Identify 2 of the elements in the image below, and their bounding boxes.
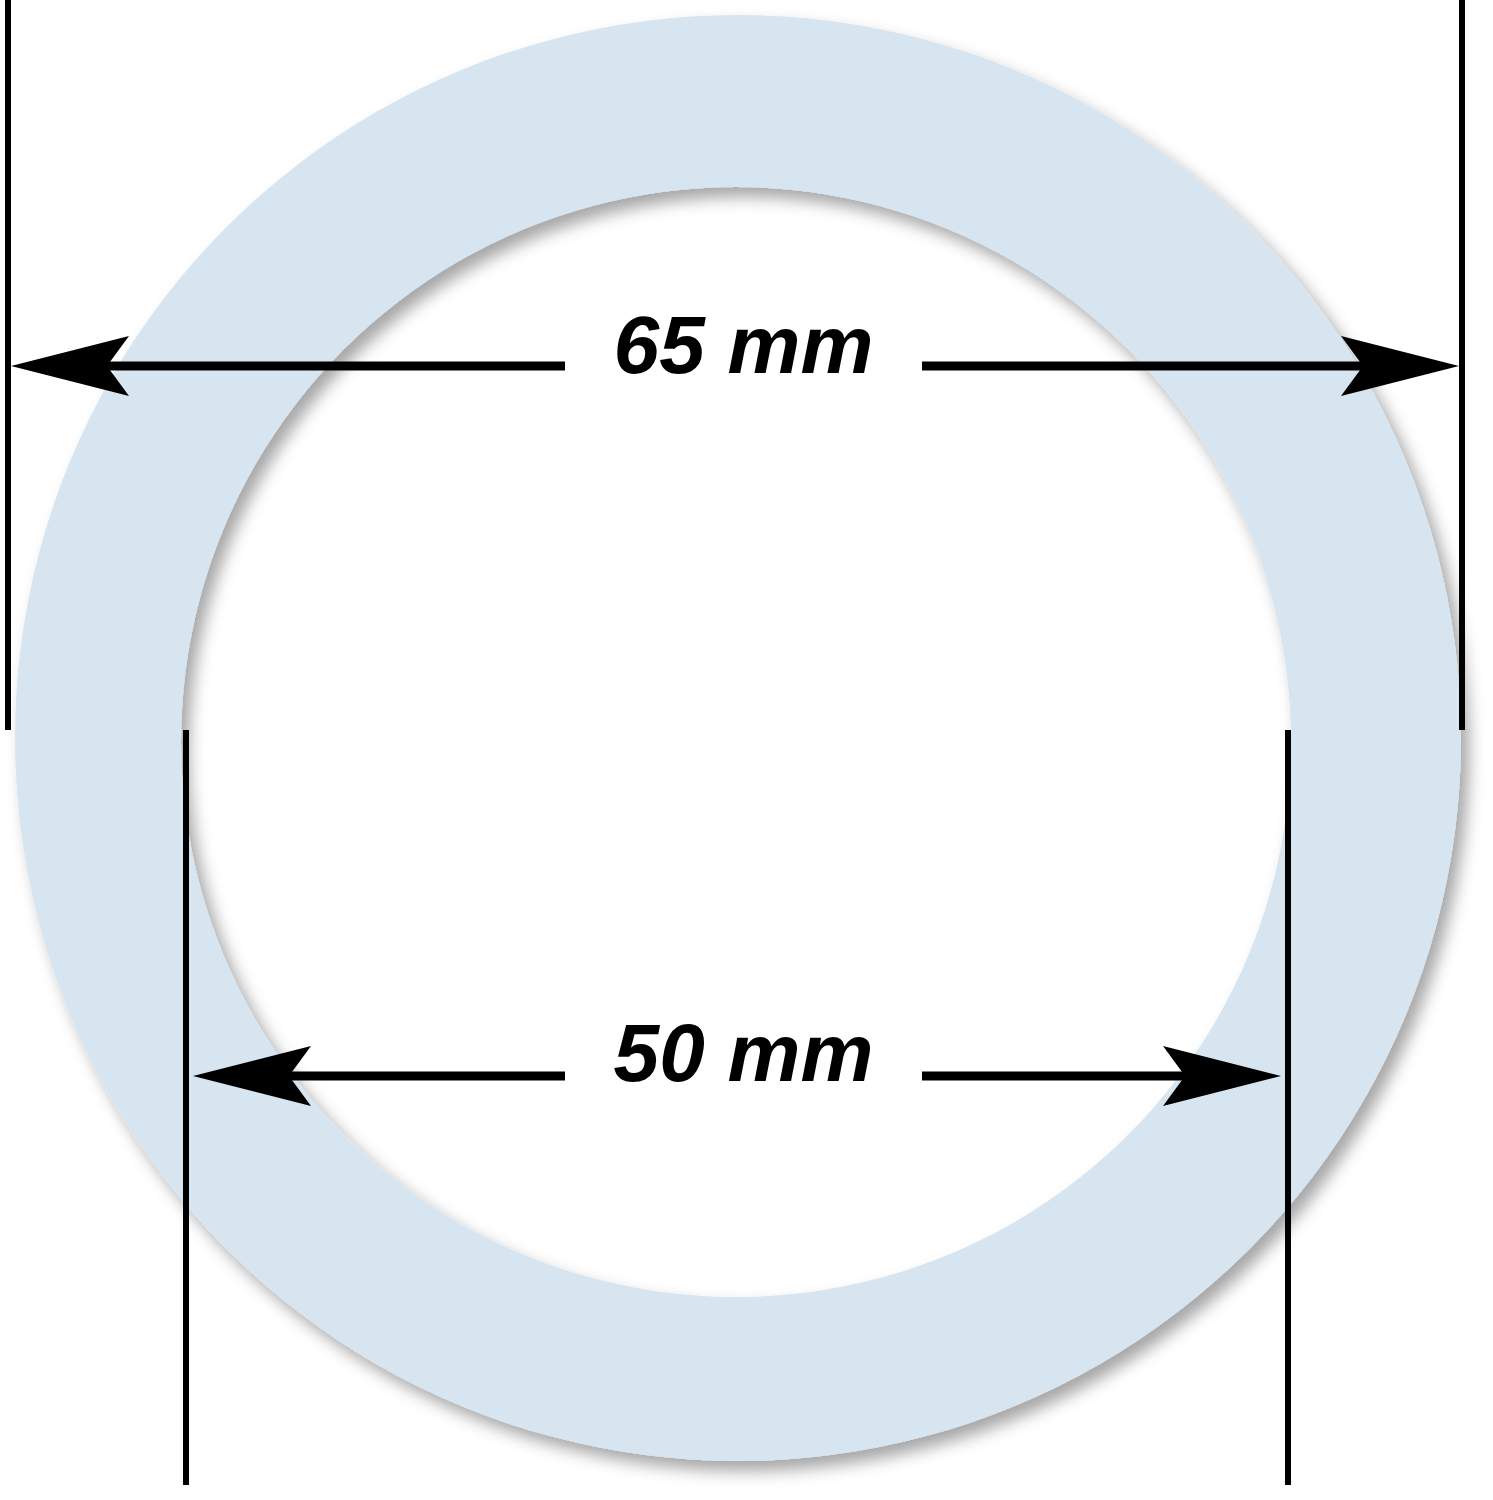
dimension-label: 50 mm	[613, 1012, 874, 1094]
dimension-label: 65 mm	[613, 304, 874, 386]
